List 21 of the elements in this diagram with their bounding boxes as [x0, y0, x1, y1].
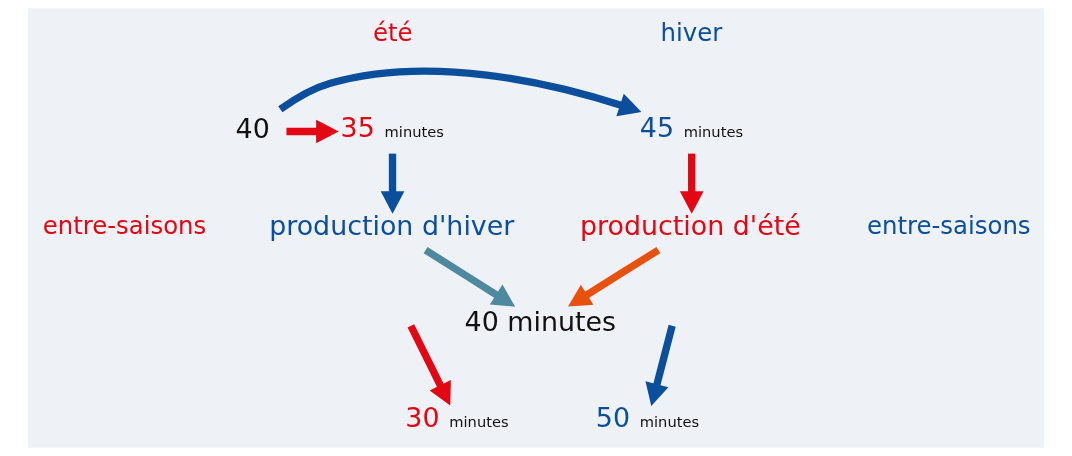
node-text: 45 — [639, 112, 674, 144]
node-text: 30 — [405, 401, 440, 433]
node-label: minutes — [384, 123, 444, 141]
arrow — [278, 67, 642, 117]
node-label: minutes — [449, 412, 509, 430]
node-text: production d'hiver — [269, 209, 515, 241]
arrow — [645, 324, 676, 407]
arrow — [568, 247, 661, 307]
node-text: 35 — [340, 112, 375, 144]
arrow — [423, 247, 516, 307]
node-text: 40 minutes — [464, 306, 617, 338]
label: entre-saisons — [42, 211, 207, 241]
node-text: 50 — [595, 401, 631, 433]
label: hiver — [660, 18, 723, 48]
arrow — [407, 324, 451, 406]
node-label: minutes — [639, 412, 700, 430]
node-text: 40 — [235, 113, 270, 145]
node-text: production d'été — [579, 209, 801, 241]
label: entre-saisons — [866, 211, 1031, 241]
label: été — [372, 18, 413, 48]
node-label: minutes — [683, 123, 744, 141]
